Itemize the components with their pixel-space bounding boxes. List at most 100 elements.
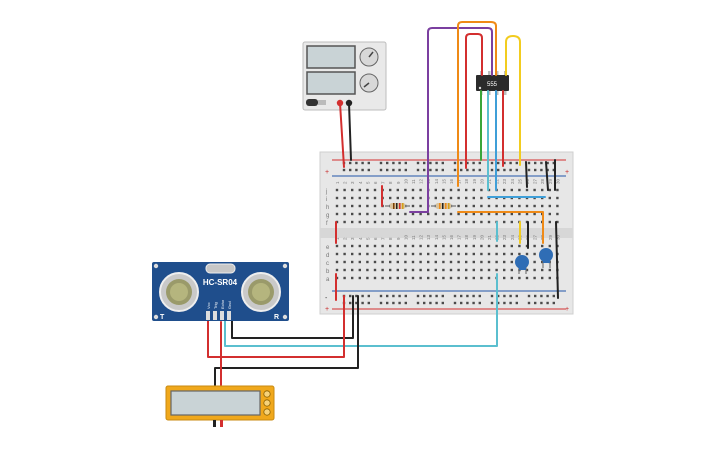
breadboard-hole[interactable] bbox=[358, 220, 361, 224]
breadboard-hole[interactable] bbox=[335, 260, 339, 264]
breadboard-hole[interactable] bbox=[366, 188, 369, 192]
breadboard-hole[interactable] bbox=[441, 161, 444, 165]
breadboard-hole[interactable] bbox=[373, 212, 377, 216]
breadboard-hole[interactable] bbox=[419, 188, 422, 192]
breadboard-hole[interactable] bbox=[515, 294, 518, 298]
breadboard-hole[interactable] bbox=[503, 244, 506, 248]
breadboard-hole[interactable] bbox=[466, 161, 469, 165]
breadboard-hole[interactable] bbox=[510, 220, 513, 224]
breadboard-hole[interactable] bbox=[525, 212, 529, 216]
resistor[interactable] bbox=[385, 203, 410, 209]
breadboard-hole[interactable] bbox=[343, 276, 346, 280]
wire-orange[interactable] bbox=[457, 211, 544, 244]
breadboard-hole[interactable] bbox=[411, 252, 415, 256]
breadboard-hole[interactable] bbox=[416, 161, 420, 165]
breadboard-hole[interactable] bbox=[349, 168, 352, 172]
breadboard-hole[interactable] bbox=[335, 252, 339, 256]
breadboard-hole[interactable] bbox=[411, 204, 415, 208]
breadboard-hole[interactable] bbox=[556, 188, 559, 192]
breadboard-hole[interactable] bbox=[503, 301, 506, 305]
breadboard-hole[interactable] bbox=[457, 188, 460, 192]
breadboard-hole[interactable] bbox=[404, 168, 407, 172]
breadboard-hole[interactable] bbox=[510, 212, 513, 216]
breadboard-hole[interactable] bbox=[396, 252, 399, 256]
breadboard-hole[interactable] bbox=[442, 188, 445, 192]
breadboard-hole[interactable] bbox=[404, 188, 407, 192]
breadboard-hole[interactable] bbox=[343, 244, 346, 248]
breadboard-hole[interactable] bbox=[457, 220, 460, 224]
breadboard-hole[interactable] bbox=[419, 196, 422, 200]
breadboard-hole[interactable] bbox=[552, 294, 555, 298]
lcd-module-icon[interactable] bbox=[165, 385, 275, 427]
breadboard-hole[interactable] bbox=[534, 168, 537, 172]
wire-yellow[interactable] bbox=[505, 35, 521, 166]
breadboard-hole[interactable] bbox=[541, 188, 544, 192]
breadboard-hole[interactable] bbox=[381, 276, 384, 280]
breadboard-hole[interactable] bbox=[503, 220, 506, 224]
breadboard-hole[interactable] bbox=[465, 196, 468, 200]
breadboard-hole[interactable] bbox=[366, 204, 369, 208]
breadboard-hole[interactable] bbox=[427, 244, 430, 248]
breadboard-hole[interactable] bbox=[434, 188, 437, 192]
breadboard-hole[interactable] bbox=[490, 161, 494, 165]
breadboard-hole[interactable] bbox=[466, 168, 469, 172]
breadboard-hole[interactable] bbox=[541, 260, 544, 264]
breadboard-hole[interactable] bbox=[392, 168, 395, 172]
breadboard-hole[interactable] bbox=[503, 260, 506, 264]
breadboard-hole[interactable] bbox=[389, 276, 392, 280]
breadboard-hole[interactable] bbox=[349, 301, 352, 305]
breadboard-hole[interactable] bbox=[449, 276, 453, 280]
breadboard-hole[interactable] bbox=[449, 188, 453, 192]
breadboard-hole[interactable] bbox=[355, 301, 358, 305]
breadboard-hole[interactable] bbox=[495, 252, 498, 256]
breadboard-hole[interactable] bbox=[411, 196, 415, 200]
breadboard-hole[interactable] bbox=[419, 220, 422, 224]
breadboard-hole[interactable] bbox=[460, 161, 463, 165]
breadboard-hole[interactable] bbox=[416, 168, 420, 172]
breadboard-hole[interactable] bbox=[404, 161, 407, 165]
breadboard-hole[interactable] bbox=[343, 252, 346, 256]
breadboard-hole[interactable] bbox=[503, 268, 506, 272]
breadboard-hole[interactable] bbox=[510, 204, 513, 208]
breadboard-hole[interactable] bbox=[373, 204, 377, 208]
breadboard-hole[interactable] bbox=[466, 301, 469, 305]
breadboard-hole[interactable] bbox=[386, 301, 389, 305]
breadboard-hole[interactable] bbox=[472, 168, 475, 172]
breadboard-hole[interactable] bbox=[379, 168, 383, 172]
breadboard-hole[interactable] bbox=[361, 294, 364, 298]
wire-red[interactable] bbox=[207, 295, 345, 358]
breadboard-hole[interactable] bbox=[460, 301, 463, 305]
breadboard-hole[interactable] bbox=[510, 260, 513, 264]
wire-black[interactable] bbox=[525, 161, 528, 188]
breadboard-hole[interactable] bbox=[548, 268, 551, 272]
breadboard-hole[interactable] bbox=[442, 220, 445, 224]
breadboard-hole[interactable] bbox=[503, 161, 506, 165]
breadboard-hole[interactable] bbox=[449, 252, 453, 256]
breadboard-hole[interactable] bbox=[367, 301, 370, 305]
breadboard-hole[interactable] bbox=[556, 212, 559, 216]
breadboard-hole[interactable] bbox=[503, 204, 506, 208]
breadboard-hole[interactable] bbox=[515, 168, 518, 172]
breadboard-hole[interactable] bbox=[396, 212, 399, 216]
breadboard-hole[interactable] bbox=[487, 276, 491, 280]
breadboard-hole[interactable] bbox=[518, 204, 521, 208]
breadboard-hole[interactable] bbox=[457, 260, 460, 264]
breadboard-hole[interactable] bbox=[497, 161, 500, 165]
breadboard-hole[interactable] bbox=[472, 196, 475, 200]
breadboard-hole[interactable] bbox=[389, 244, 392, 248]
breadboard-hole[interactable] bbox=[472, 301, 475, 305]
breadboard-hole[interactable] bbox=[525, 188, 529, 192]
breadboard-hole[interactable] bbox=[518, 244, 521, 248]
breadboard-hole[interactable] bbox=[441, 168, 444, 172]
breadboard-hole[interactable] bbox=[533, 268, 536, 272]
breadboard-hole[interactable] bbox=[453, 168, 457, 172]
breadboard-hole[interactable] bbox=[389, 268, 392, 272]
breadboard-hole[interactable] bbox=[392, 301, 395, 305]
breadboard-hole[interactable] bbox=[472, 252, 475, 256]
breadboard-hole[interactable] bbox=[335, 196, 339, 200]
breadboard-hole[interactable] bbox=[349, 294, 352, 298]
breadboard-hole[interactable] bbox=[416, 301, 420, 305]
breadboard-hole[interactable] bbox=[534, 294, 537, 298]
breadboard-hole[interactable] bbox=[419, 204, 422, 208]
breadboard-hole[interactable] bbox=[465, 260, 468, 264]
